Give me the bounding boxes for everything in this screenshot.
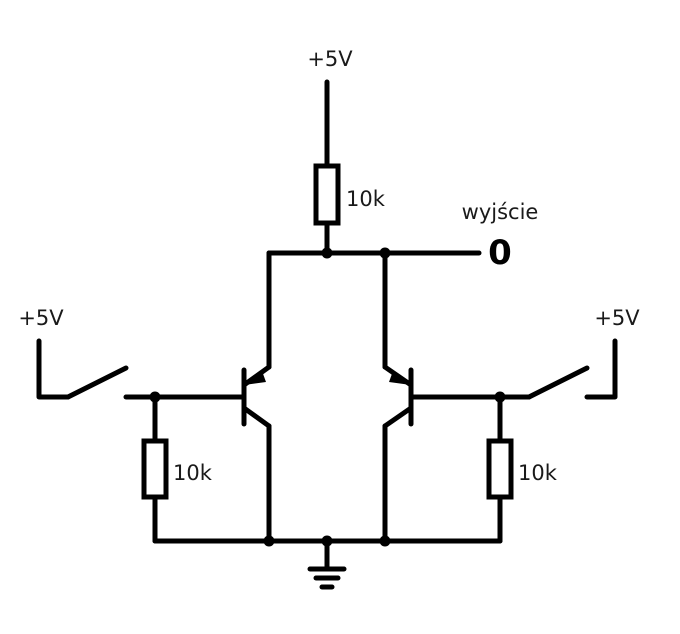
supply-label-right: +5V bbox=[594, 306, 640, 330]
resistor-left bbox=[141, 438, 169, 500]
junction-ground-right bbox=[379, 535, 391, 547]
transistor-left-emitter bbox=[241, 405, 272, 429]
resistor-right-label: 10k bbox=[518, 461, 558, 485]
switch-right bbox=[526, 365, 590, 400]
junction-top-center bbox=[321, 247, 333, 259]
transistor-right bbox=[382, 250, 414, 544]
junction-ground-left bbox=[263, 535, 275, 547]
wire-left-supply bbox=[36, 338, 71, 400]
resistor-top-label: 10k bbox=[346, 187, 386, 211]
resistor-right bbox=[486, 438, 514, 500]
switch-left bbox=[65, 365, 129, 400]
transistor-right-arrow bbox=[389, 371, 411, 385]
supply-label-top: +5V bbox=[307, 47, 353, 71]
resistor-top bbox=[313, 163, 341, 226]
resistor-left-label: 10k bbox=[173, 461, 213, 485]
supply-label-left: +5V bbox=[18, 306, 64, 330]
wire-right-supply bbox=[584, 338, 618, 400]
output-label: wyjście bbox=[462, 200, 539, 224]
ground-icon bbox=[307, 538, 347, 590]
transistor-left bbox=[241, 250, 272, 544]
output-value: 0 bbox=[488, 233, 512, 273]
transistor-right-emitter bbox=[382, 405, 414, 429]
transistor-left-arrow bbox=[244, 371, 266, 385]
